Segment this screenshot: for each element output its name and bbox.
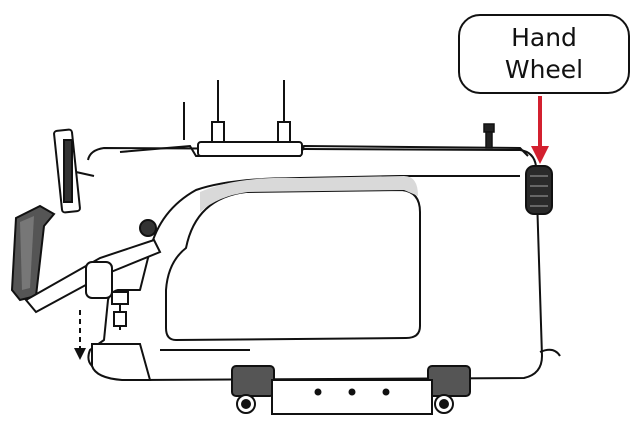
hand-wheel-pointer-arrow [531, 96, 549, 164]
needle-assembly [112, 292, 128, 330]
callout-line-1: Hand [511, 22, 577, 54]
dashed-down-arrow-icon [74, 310, 86, 360]
display-screen [54, 129, 94, 212]
machine-throat [166, 190, 420, 340]
callout-line-2: Wheel [505, 54, 583, 86]
spool-pins [184, 80, 302, 156]
hand-wheel-callout: Hand Wheel [458, 14, 630, 94]
top-knob [484, 124, 494, 148]
hand-wheel-icon [526, 166, 552, 214]
power-cable [540, 350, 560, 356]
